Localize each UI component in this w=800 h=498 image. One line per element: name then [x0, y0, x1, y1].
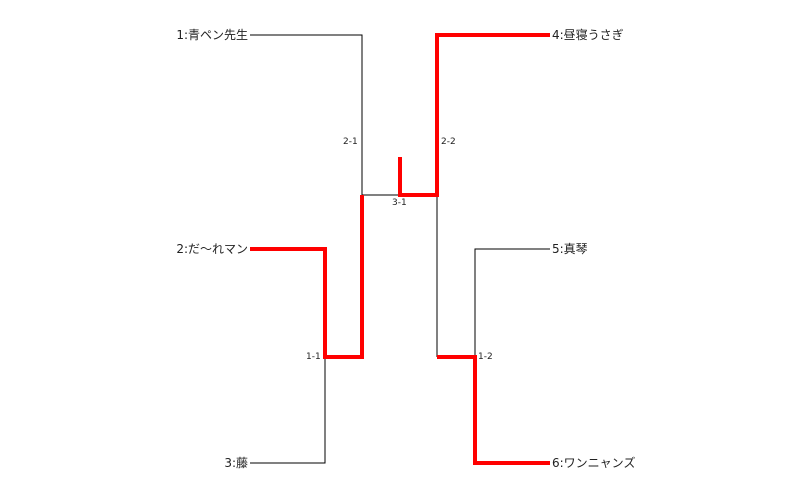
winner-lines — [250, 33, 550, 465]
win-p6 — [437, 355, 550, 465]
player-label-6: 6:ワンニャンズ — [552, 456, 636, 470]
player-label-3: 3:藤 — [224, 456, 248, 470]
match-label-1-2: 1-2 — [478, 352, 493, 362]
line-p5 — [474, 248, 550, 357]
match-label-3-1: 3-1 — [392, 198, 407, 208]
line-p3 — [250, 357, 326, 464]
line-p1 — [250, 34, 363, 195]
player-label-2: 2:だ〜れマン — [176, 242, 248, 256]
player-label-4: 4:昼寝うさぎ — [552, 28, 624, 42]
win-p2 — [250, 195, 364, 359]
match-label-2-2: 2-2 — [441, 137, 456, 147]
match-label-1-1: 1-1 — [306, 352, 321, 362]
player-label-1: 1:青ペン先生 — [176, 28, 248, 42]
player-label-5: 5:真琴 — [552, 242, 588, 256]
win-p4 — [398, 33, 550, 197]
bracket-lines — [250, 34, 550, 464]
match-label-2-1: 2-1 — [343, 137, 358, 147]
